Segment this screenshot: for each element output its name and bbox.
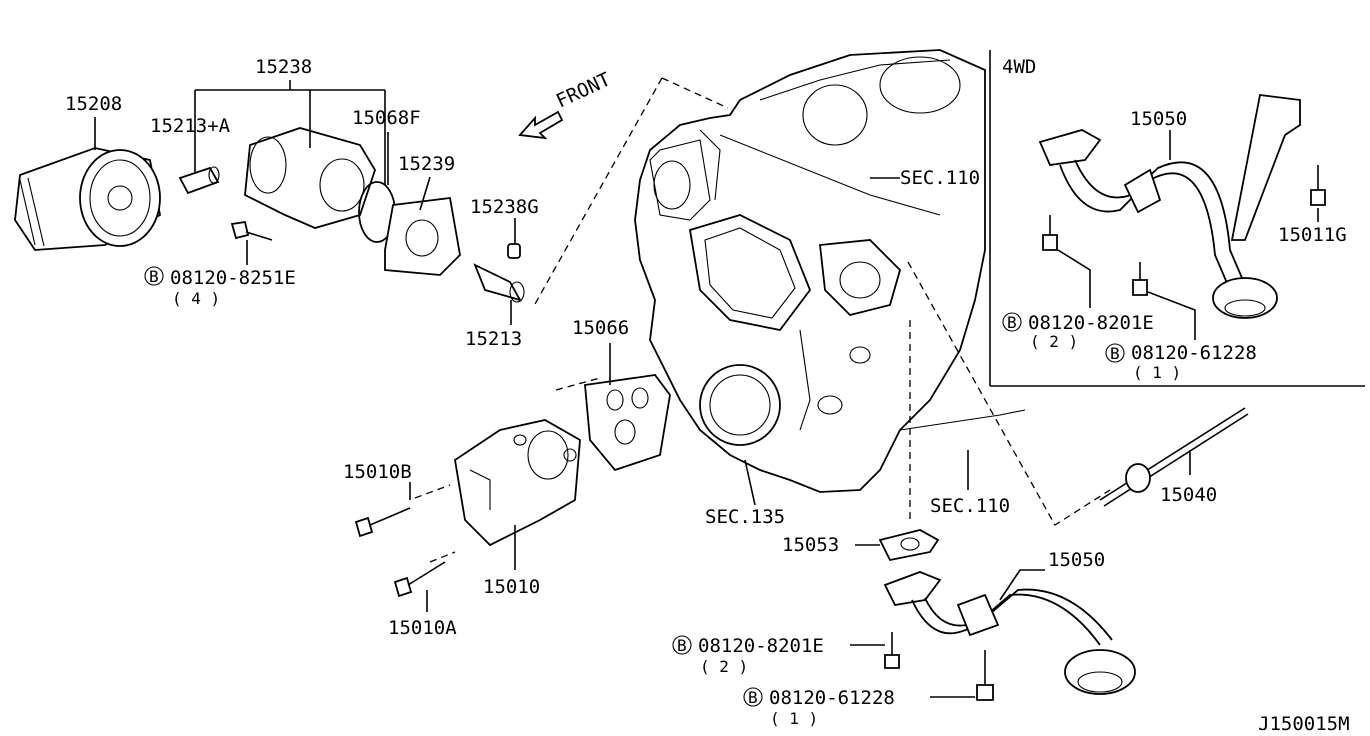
label-inset-15050: 15050 [1130,108,1187,130]
bolt-marker-text: B [149,267,159,286]
bolt-marker-inset-1: B [1002,312,1022,332]
oil-filter [14,147,162,251]
label-sec110-top: SEC.110 [900,167,980,189]
label-15010b: 15010B [343,461,412,483]
label-15053: 15053 [782,534,839,556]
label-15213a: 15213+A [150,115,231,137]
inset-oil-strainer [1038,94,1326,319]
label-15040: 15040 [1160,484,1217,506]
label-inset-bolt-61228-qty: ( 1 ) [1133,363,1181,382]
bolt-8251e [230,220,273,241]
filter-bracket [244,127,376,229]
label-sec110-bottom: SEC.110 [930,495,1010,517]
label-inset-15011g: 15011G [1278,224,1347,246]
label-inset-bolt-8201e: 08120-8201E [1028,312,1154,334]
leader-lines [94,80,1319,698]
label-15238g: 15238G [470,196,539,218]
dashed-leaders [414,77,1111,563]
label-15238: 15238 [255,56,312,78]
connector-15213a [178,166,220,195]
bolt-8201e-lower [884,632,900,669]
bolt-61228-lower [976,650,994,701]
switch-15213 [473,263,525,303]
front-arrow [518,110,564,140]
gasket-15239 [384,197,461,276]
engine-block [634,49,1026,493]
bolt-marker-text: B [1110,344,1120,363]
bolt-15010b [354,507,411,538]
bolt-marker-3: B [743,687,763,707]
label-bolt-61228: 08120-61228 [769,687,895,709]
bolt-marker-text: B [677,636,687,655]
inset-4wd-frame [989,50,1365,387]
inset-title: 4WD [1002,56,1036,78]
label-15068f: 15068F [352,107,421,129]
label-15010: 15010 [483,576,540,598]
bolt-15010a [393,561,446,598]
label-bolt-8201e: 08120-8201E [698,635,824,657]
label-15010a: 15010A [388,617,457,639]
label-15066: 15066 [572,317,629,339]
label-inset-bolt-8201e-qty: ( 2 ) [1030,332,1078,351]
label-bolt-8251e-qty: ( 4 ) [172,289,220,308]
label-15050: 15050 [1048,549,1105,571]
dipstick [1099,407,1249,507]
bolt-marker-text: B [1007,313,1017,332]
diagram-id: J150015M [1258,713,1350,735]
label-bolt-61228-qty: ( 1 ) [770,709,818,728]
gasket-15053 [878,529,940,562]
plug-15238g [507,243,521,259]
label-bolt-8251e: 08120-8251E [170,267,296,289]
label-15213: 15213 [465,328,522,350]
label-sec135: SEC.135 [705,506,785,528]
label-bolt-8201e-qty: ( 2 ) [700,657,748,676]
bolt-marker-2: B [672,635,692,655]
label-15239: 15239 [398,153,455,175]
label-inset-bolt-61228: 08120-61228 [1131,342,1257,364]
bolt-marker-inset-2: B [1105,343,1125,363]
bolt-marker-1: B [144,266,164,286]
label-15208: 15208 [65,93,122,115]
gasket-15066 [584,374,671,472]
oil-pump [454,419,581,547]
oil-strainer [883,571,1136,695]
bolt-marker-text: B [748,688,758,707]
front-label: FRONT [553,68,614,112]
